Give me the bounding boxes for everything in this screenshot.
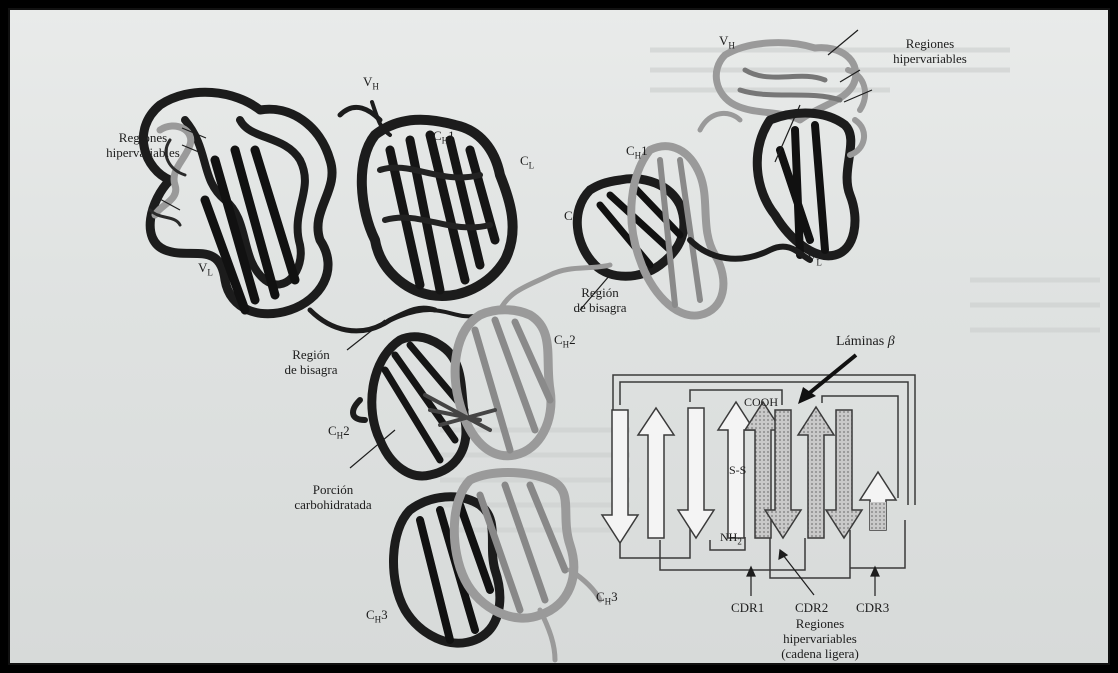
label-cdr2: CDR2	[795, 600, 828, 615]
label-ch3-right: CH3	[596, 589, 618, 610]
label-vl-right: VL	[807, 250, 822, 271]
label-laminas-beta: Láminas β	[836, 334, 895, 349]
strand-2	[638, 408, 674, 538]
label-ss: S-S	[729, 463, 746, 478]
label-cdr3: CDR3	[856, 600, 889, 615]
cdr-pointers	[747, 550, 879, 596]
label-ch2-left: CH2	[328, 423, 350, 444]
label-ch2-right: CH2	[554, 332, 576, 353]
label-ch1-left: CH1	[433, 128, 455, 149]
label-vh-right: VH	[719, 33, 735, 54]
label-ch1-right: CH1	[626, 143, 648, 164]
strand-3	[678, 408, 714, 538]
left-fab-constant-domains	[310, 107, 513, 331]
right-fab-variable-domains	[716, 43, 865, 256]
label-vl-left: VL	[198, 260, 213, 281]
label-cdr1: CDR1	[731, 600, 764, 615]
left-fab-variable-domains	[143, 92, 332, 313]
label-cl-right: CL	[564, 208, 578, 229]
strand-8	[826, 410, 862, 538]
label-nh2: NH2	[720, 530, 742, 549]
label-cl-left: CL	[520, 153, 534, 174]
label-cooh: COOH	[744, 395, 778, 410]
label-ch3-left: CH3	[366, 607, 388, 628]
strand-7	[798, 407, 834, 538]
label-vh-left: VH	[363, 74, 379, 95]
fc-ch2-domains	[353, 310, 551, 476]
fc-ch3-domains	[394, 473, 600, 661]
